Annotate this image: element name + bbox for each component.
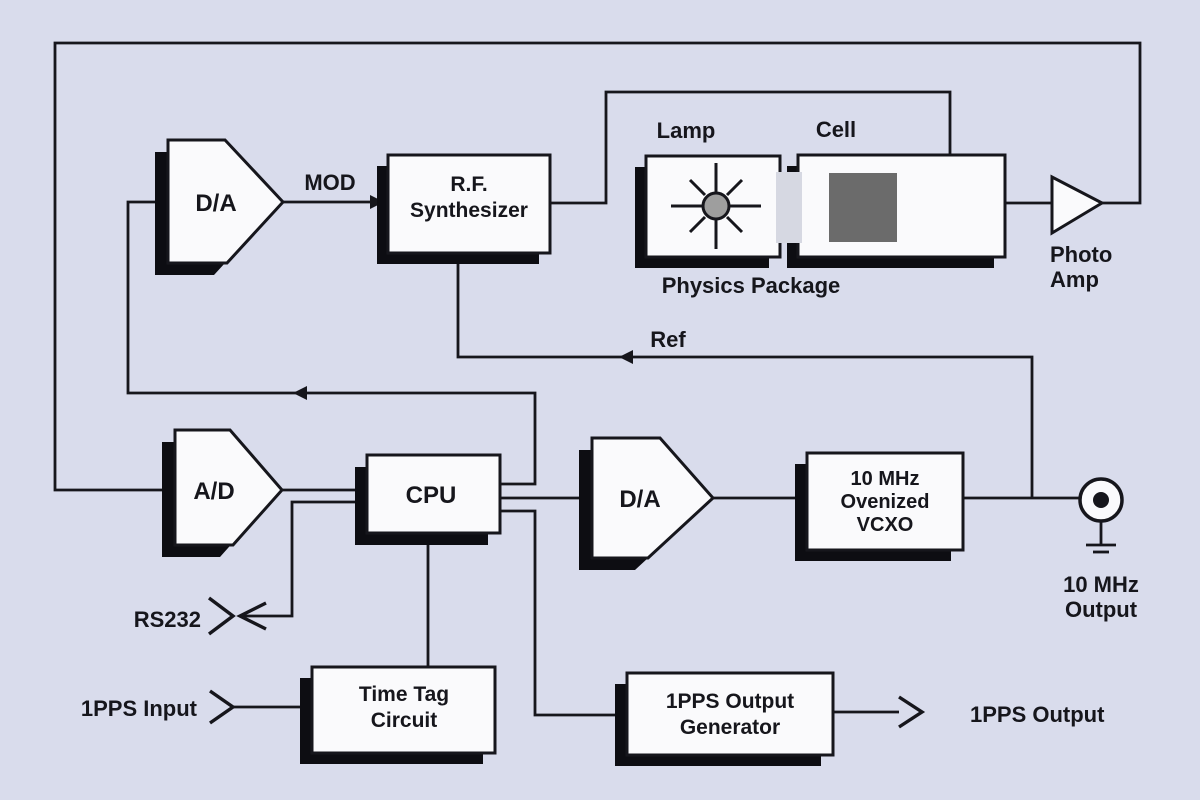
da-top-body — [166, 138, 286, 265]
da-bottom-label: D/A — [619, 486, 660, 513]
block-lamp — [635, 154, 782, 268]
block-time-tag: Time Tag Circuit — [300, 665, 497, 764]
block-da-bottom: D/A — [579, 436, 716, 570]
mod-label: MOD — [304, 170, 355, 195]
light-beam — [776, 172, 802, 243]
wires — [53, 41, 1142, 717]
block-cpu: CPU — [355, 453, 502, 545]
da-top-label: D/A — [195, 190, 236, 217]
rf-body — [386, 153, 552, 255]
rf-label-line1: R.F. — [450, 173, 487, 196]
rs232-wire — [242, 500, 367, 618]
block-vcxo: 10 MHz Ovenized VCXO — [795, 451, 965, 561]
cpu-to-da-top-wire — [126, 200, 537, 486]
pps-output-label: 1PPS Output — [970, 702, 1105, 727]
ref-arrowhead — [619, 350, 633, 364]
rs232-port-chevron — [207, 596, 236, 636]
ref-wire — [456, 253, 1034, 498]
ad-body — [173, 428, 284, 547]
ad-label: A/D — [193, 478, 234, 505]
pps-generator-label-line1: 1PPS Output — [666, 690, 794, 713]
block-photo-amp: Photo Amp — [1050, 174, 1112, 292]
cpu-body — [365, 453, 502, 535]
cpu-loop-arrowhead — [293, 386, 307, 400]
block-ad: A/D — [162, 428, 284, 557]
vcxo-body — [805, 451, 965, 552]
rf-label-line2: Synthesizer — [410, 199, 528, 222]
pps-generator-label-line2: Generator — [680, 716, 780, 739]
vcxo-label-line3: VCXO — [857, 514, 914, 536]
rf-to-cell-wire — [550, 90, 952, 205]
cpu-to-ppsgen-wire — [500, 509, 627, 717]
pps-input-label: 1PPS Input — [81, 696, 198, 721]
cell-absorption-square — [829, 173, 897, 242]
block-cell — [787, 153, 1007, 268]
signal-labels: MOD Ref Lamp Cell Physics Package RS232 … — [81, 117, 1139, 727]
photo-amp-label-line1: Photo — [1050, 242, 1112, 267]
pps-generator-body — [625, 671, 835, 757]
time-tag-label-line1: Time Tag — [359, 683, 449, 706]
cpu-label: CPU — [406, 482, 457, 509]
vcxo-label-line2: Ovenized — [841, 491, 930, 513]
time-tag-body — [310, 665, 497, 755]
arrowheads — [207, 195, 926, 729]
block-pps-generator: 1PPS Output Generator — [615, 671, 835, 766]
time-tag-label-line2: Circuit — [371, 709, 438, 732]
da-bottom-body — [590, 436, 716, 560]
physics-package-caption: Physics Package — [662, 273, 841, 298]
lamp-icon — [671, 163, 761, 249]
lamp-caption: Lamp — [657, 118, 716, 143]
ref-label: Ref — [650, 327, 686, 352]
photo-amp-label-line2: Amp — [1050, 267, 1099, 292]
cell-caption: Cell — [816, 117, 856, 142]
ppsin-chevron — [209, 689, 236, 725]
mhz-output-label-line2: Output — [1065, 597, 1138, 622]
block-da-top: D/A — [155, 138, 286, 275]
rs232-arrowhead — [236, 601, 267, 631]
mhz-output-label-line1: 10 MHz — [1063, 572, 1139, 597]
connector-pin — [1093, 492, 1109, 508]
photo-amp-triangle — [1050, 174, 1106, 236]
rs232-label: RS232 — [134, 607, 201, 632]
feedback-loop-wire — [53, 41, 1142, 492]
mhz-output-connector — [1078, 477, 1124, 554]
ppsout-chevron — [898, 695, 926, 729]
block-rf-synthesizer: R.F. Synthesizer — [377, 153, 552, 264]
vcxo-label-line1: 10 MHz — [851, 468, 920, 490]
